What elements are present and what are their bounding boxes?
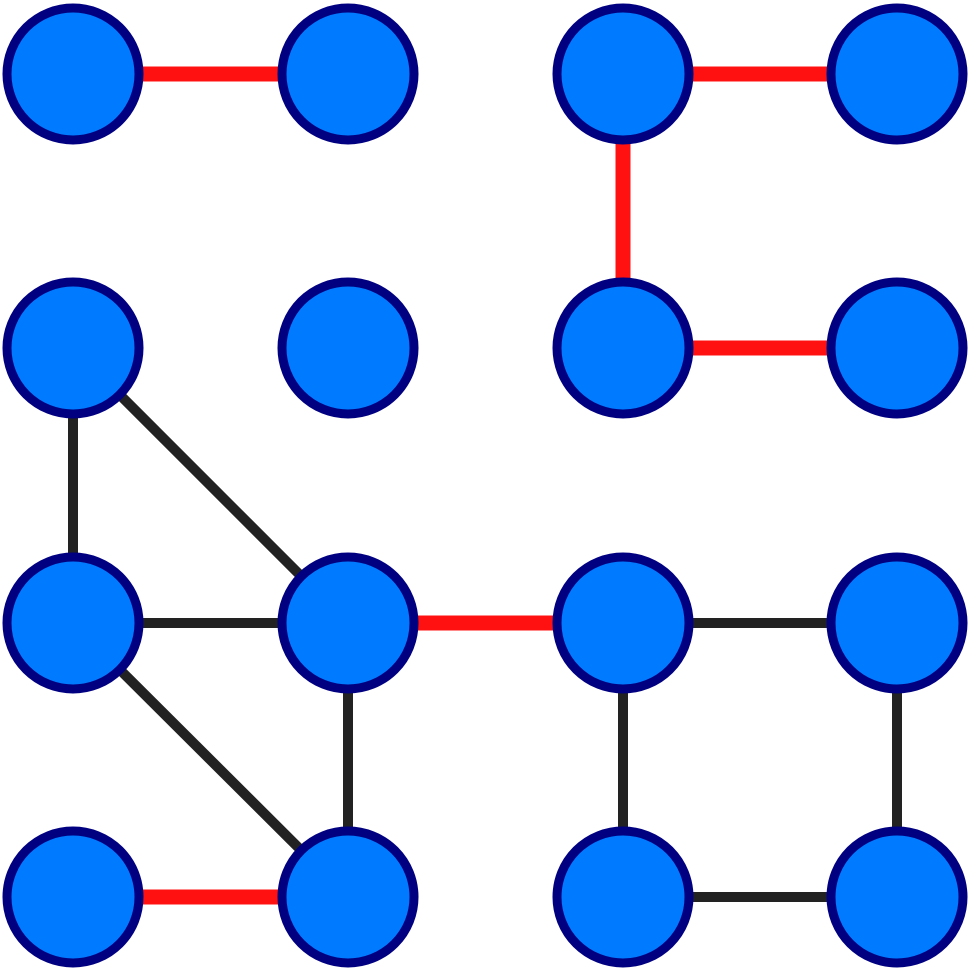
- nodes-layer: [2, 3, 968, 968]
- node-r0c2: [552, 3, 694, 145]
- node-r3c3: [826, 826, 968, 968]
- edges-layer: [68, 66, 902, 905]
- node-r2c3: [826, 552, 968, 694]
- node-r2c1: [277, 552, 419, 694]
- node-r0c3: [826, 3, 968, 145]
- node-r3c2: [552, 826, 694, 968]
- node-r0c0: [2, 3, 144, 145]
- node-r1c0: [2, 277, 144, 419]
- node-r3c1: [277, 826, 419, 968]
- node-r2c2: [552, 552, 694, 694]
- node-r1c1: [277, 277, 419, 419]
- node-r2c0: [2, 552, 144, 694]
- node-r1c3: [826, 277, 968, 419]
- node-r0c1: [277, 3, 419, 145]
- node-r3c0: [2, 826, 144, 968]
- node-r1c2: [552, 277, 694, 419]
